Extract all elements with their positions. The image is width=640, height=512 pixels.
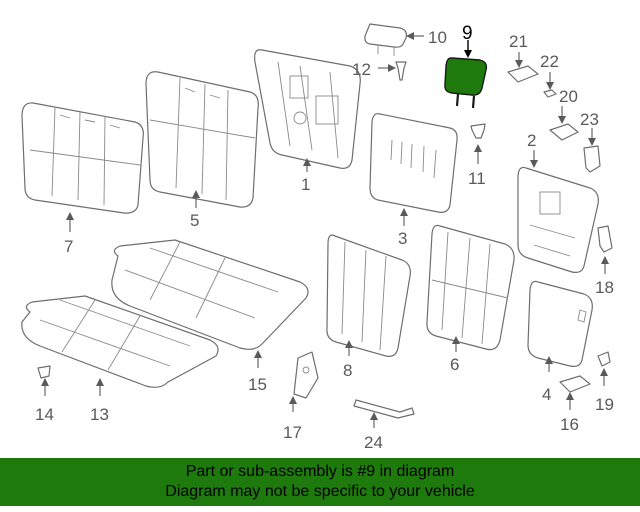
callout-18: 18 [595,256,614,297]
part-13-seat-cushion-lower [21,295,219,388]
callout-12: 12 [352,60,396,79]
svg-text:24: 24 [364,433,383,452]
callout-17: 17 [283,396,302,442]
svg-text:6: 6 [450,355,459,374]
banner-line-1: Part or sub-assembly is #9 in diagram [185,463,455,480]
part-23-bracket [583,145,601,173]
part-5-seatback-center [145,71,259,208]
svg-text:5: 5 [190,211,199,230]
callout-16: 16 [560,392,579,434]
svg-text:21: 21 [509,32,528,51]
callout-20: 20 [558,87,578,124]
svg-text:22: 22 [540,52,559,71]
part-3-seatback-pad [369,113,458,213]
svg-text:20: 20 [559,87,578,106]
svg-text:19: 19 [595,395,614,414]
svg-text:8: 8 [343,361,352,380]
svg-text:17: 17 [283,423,302,442]
callout-7: 7 [64,212,74,256]
banner-line-2: Diagram may not be specific to your vehi… [165,483,475,500]
callout-15: 15 [248,350,267,394]
svg-text:3: 3 [398,229,407,248]
part-4-trim-panel [527,280,593,367]
callout-2: 2 [527,131,538,168]
part-16-striker [559,375,591,393]
svg-text:1: 1 [301,175,310,194]
callout-1: 1 [301,158,311,194]
svg-text:18: 18 [595,278,614,297]
part-8-seatback-middle [326,234,411,357]
part-11-clip [470,123,486,139]
svg-text:7: 7 [64,237,73,256]
info-banner: Part or sub-assembly is #9 in diagram Di… [0,458,640,506]
part-10-headrest [364,23,407,56]
part-20-release-handle [549,123,579,141]
svg-text:4: 4 [542,385,551,404]
part-19-bolt [597,351,611,367]
callout-14: 14 [35,378,54,424]
part-18-hinge [597,225,613,253]
part-7-seatback-left [21,102,144,214]
callout-3: 3 [398,208,408,248]
callout-5: 5 [190,190,200,230]
callout-21: 21 [509,32,528,68]
part-17-bracket [293,351,319,399]
callout-4: 4 [542,356,553,404]
part-14-clip [37,365,51,379]
callout-19: 19 [595,368,614,414]
callout-10: 10 [406,28,447,47]
callout-11: 11 [468,144,486,188]
callout-22: 22 [540,52,559,90]
svg-text:12: 12 [352,60,371,79]
svg-text:10: 10 [428,28,447,47]
svg-text:11: 11 [468,169,486,188]
callout-23: 23 [580,110,599,146]
part-9-headrest-highlighted [444,57,488,109]
svg-text:9: 9 [462,23,473,44]
svg-text:15: 15 [248,375,267,394]
callout-9: 9 [462,23,473,58]
part-21-bezel [507,65,539,83]
svg-text:23: 23 [580,110,599,129]
part-15-seat-cushion-upper [111,239,309,350]
part-24-rail [353,399,415,419]
callout-24: 24 [364,412,383,452]
part-6-seatback-right [426,224,515,351]
seat-exploded-diagram: 7 5 1 10 12 [21,23,614,452]
svg-text:14: 14 [35,405,54,424]
part-2-seatback-frame-right [517,166,599,273]
callout-13: 13 [90,378,109,424]
callout-8: 8 [343,340,353,380]
svg-text:2: 2 [527,131,536,150]
part-1-seatback-frame [254,49,361,169]
part-12-guide [395,61,407,81]
part-22-cap [543,89,557,98]
svg-text:16: 16 [560,415,579,434]
callout-6: 6 [450,336,460,374]
svg-text:13: 13 [90,405,109,424]
